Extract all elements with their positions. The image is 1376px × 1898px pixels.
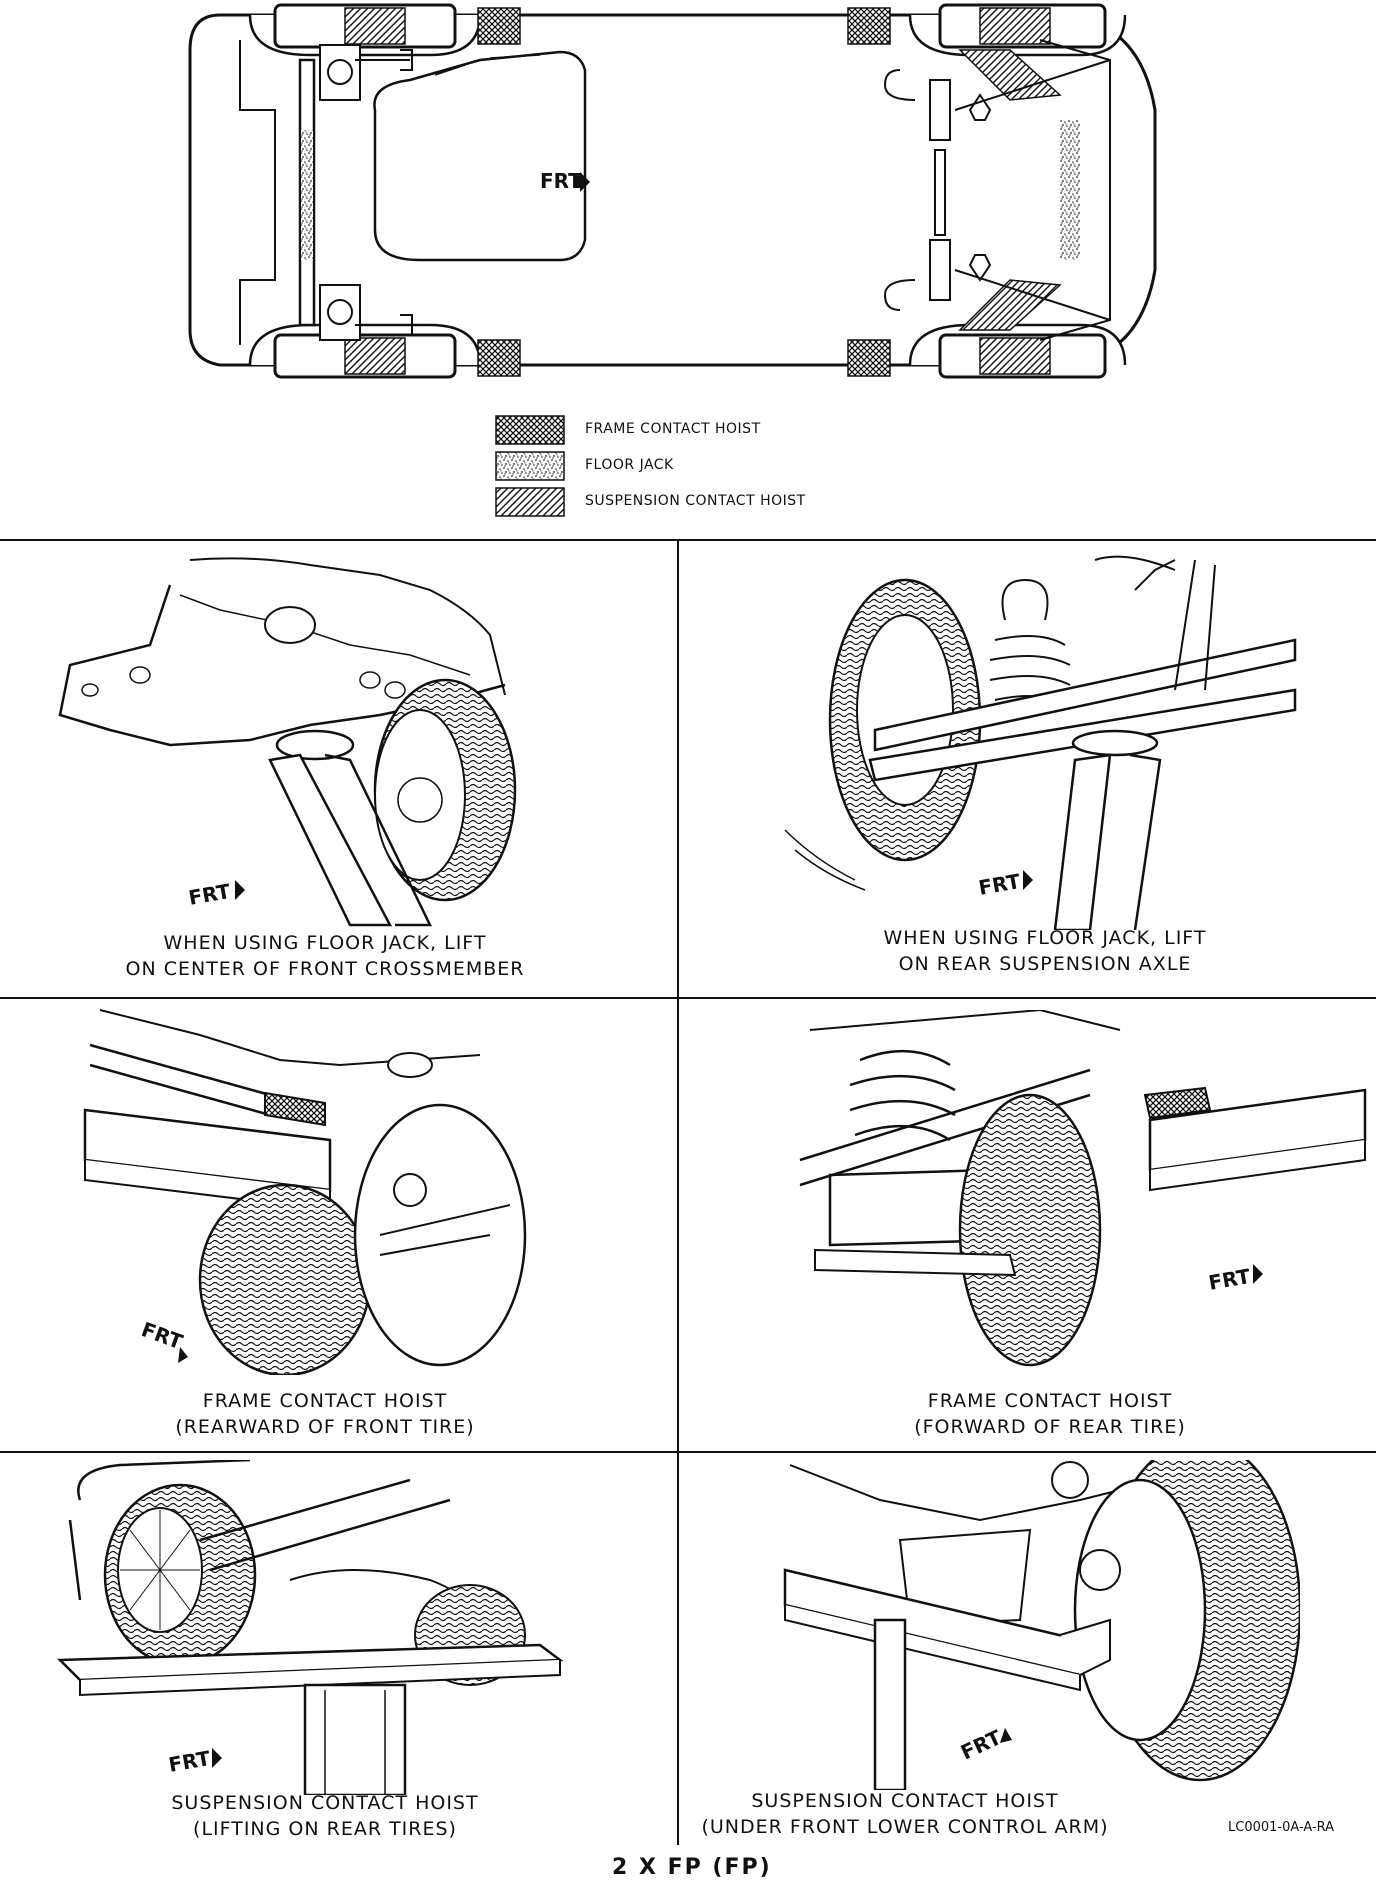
panel-3-caption: FRAME CONTACT HOIST (REARWARD OF FRONT T… — [175, 1390, 475, 1438]
suspension-contact-pad — [979, 337, 1051, 375]
frt-direction-label: FRT — [187, 879, 233, 910]
floor-jack-point-rear — [301, 130, 313, 260]
legend-swatch-suspension-contact — [495, 487, 565, 517]
frt-arrow-icon — [1023, 870, 1033, 890]
panel-6-caption: SUSPENSION CONTACT HOIST (UNDER FRONT LO… — [701, 1790, 1109, 1838]
panel-2-caption: WHEN USING FLOOR JACK, LIFT ON REAR SUSP… — [883, 927, 1207, 975]
frt-arrow-icon — [235, 880, 245, 900]
panel-6-illustration: FRT — [783, 1460, 1300, 1790]
figure-code: LC0001-0A-A-RA — [1228, 1820, 1335, 1835]
panel-4-illustration: FRT — [799, 1010, 1367, 1367]
panel-5-caption: SUSPENSION CONTACT HOIST (LIFTING ON REA… — [171, 1792, 479, 1840]
panel-grid — [0, 539, 1376, 1845]
panel-3-illustration: FRT — [83, 1009, 527, 1375]
panel-2-illustration: FRT — [784, 555, 1297, 930]
legend-swatch-frame-contact — [495, 415, 565, 445]
frt-arrow-icon — [178, 1347, 188, 1363]
frt-arrow-icon — [575, 172, 590, 192]
frt-direction-label: FRT — [977, 869, 1023, 900]
suspension-contact-pad — [344, 337, 406, 375]
panel-1-caption: WHEN USING FLOOR JACK, LIFT ON CENTER OF… — [125, 932, 525, 980]
frt-direction-label: FRT — [167, 1746, 213, 1777]
underbody-top-view: FRT — [188, 3, 1157, 379]
panel-5-illustration: FRT — [57, 1460, 564, 1795]
legend-label-suspension-contact: SUSPENSION CONTACT HOIST — [585, 493, 806, 509]
frt-arrow-icon — [1253, 1264, 1263, 1284]
suspension-contact-pad — [344, 7, 406, 45]
frt-arrow-icon — [1000, 1728, 1012, 1743]
suspension-contact-pad — [979, 7, 1051, 45]
frt-direction-label: FRT — [957, 1725, 1005, 1765]
frame-contact-pad — [477, 7, 521, 45]
frt-direction-label: FRT — [138, 1317, 186, 1354]
panel-1-illustration: FRT — [58, 557, 517, 927]
fuel-tank — [373, 50, 587, 262]
frt-direction-label: FRT — [1207, 1264, 1253, 1295]
legend-swatch-floor-jack — [495, 451, 565, 481]
frame-contact-pad — [847, 7, 891, 45]
legend-label-frame-contact: FRAME CONTACT HOIST — [585, 421, 761, 437]
legend-label-floor-jack: FLOOR JACK — [585, 457, 674, 473]
floor-jack-point-front — [1060, 120, 1080, 260]
frame-contact-pad — [847, 339, 891, 377]
footer-code: 2 X FP (FP) — [612, 1855, 772, 1880]
panel-4-caption: FRAME CONTACT HOIST (FORWARD OF REAR TIR… — [914, 1390, 1186, 1438]
frt-arrow-icon — [212, 1748, 222, 1768]
frame-contact-pad — [477, 339, 521, 377]
